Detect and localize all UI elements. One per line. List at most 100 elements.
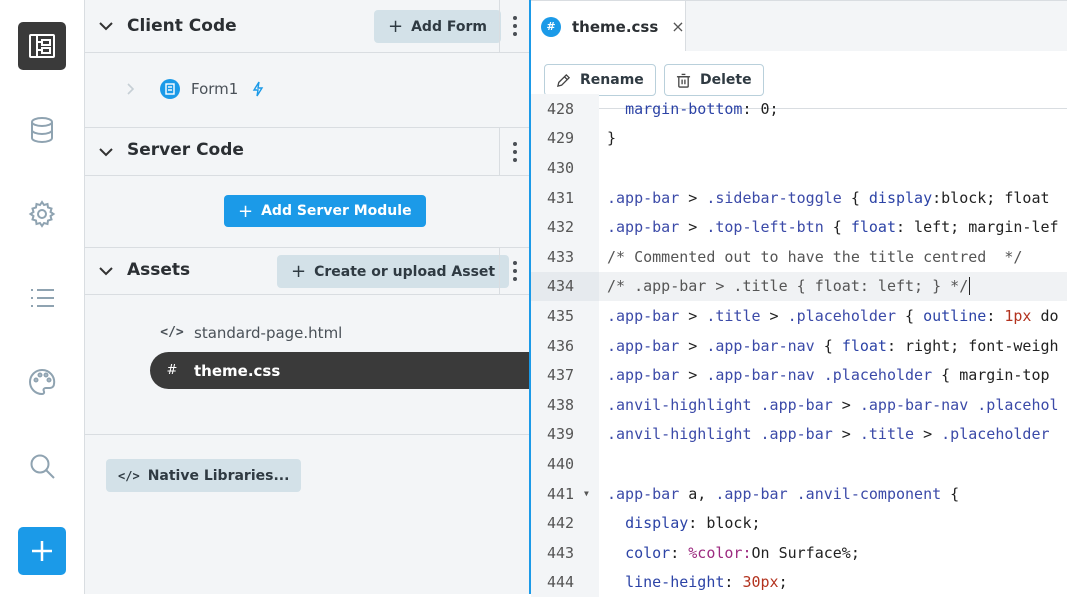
line-number: 443 (531, 538, 599, 568)
client-code-title: Client Code (127, 16, 237, 36)
create-upload-asset-button[interactable]: + Create or upload Asset (277, 255, 510, 288)
line-number: 444 (531, 567, 599, 597)
line-number: 434 (531, 271, 599, 302)
asset-label: theme.css (194, 361, 281, 380)
client-code-header[interactable]: Client Code + Add Form (85, 0, 529, 52)
rename-label: Rename (580, 72, 644, 88)
line-text: .app-bar > .app-bar-nav { float: right; … (607, 336, 1059, 355)
fold-arrow-icon[interactable]: ▼ (584, 489, 589, 499)
editor-toolbar: Rename Delete (531, 51, 1067, 109)
code-line[interactable]: 440 (531, 449, 1067, 479)
plus-icon[interactable] (18, 527, 66, 575)
chevron-down-icon[interactable] (98, 144, 114, 160)
line-text: .anvil-highlight .app-bar > .title > .pl… (607, 425, 1050, 444)
code-line[interactable]: 438 .anvil-highlight .app-bar > .app-bar-… (531, 390, 1067, 420)
code-line[interactable]: 439.anvil-highlight .app-bar > .title > … (531, 419, 1067, 450)
code-line[interactable]: 444 line-height: 30px; (531, 567, 1067, 597)
delete-label: Delete (700, 72, 752, 88)
code-line[interactable]: 429} (531, 123, 1067, 154)
client-code-menu-icon[interactable] (499, 0, 529, 52)
line-number: 431 (531, 182, 599, 213)
pencil-icon (556, 73, 571, 87)
code-editor-panel: # theme.css × Rename Delete 428 margin-b… (529, 0, 1067, 597)
chevron-down-icon[interactable] (98, 18, 114, 34)
line-text: display: block; (625, 514, 761, 533)
hash-icon: # (166, 363, 178, 378)
palette-icon[interactable] (18, 358, 66, 406)
code-line[interactable]: 434 /* .app-bar > .title { float: left; }… (531, 271, 1067, 302)
line-text: .app-bar > .app-bar-nav .placeholder { m… (607, 366, 1050, 385)
line-number: 436 (531, 330, 599, 361)
add-server-module-label: Add Server Module (261, 203, 412, 219)
code-line[interactable]: 435.app-bar > .title > .placeholder { ou… (531, 301, 1067, 331)
code-line[interactable]: 443 color: %color:On Surface%; (531, 538, 1067, 568)
gear-icon[interactable] (18, 190, 66, 238)
list-icon[interactable] (18, 274, 66, 322)
tree-item-form1[interactable]: Form1 (125, 78, 264, 100)
native-libraries-button[interactable]: </> Native Libraries... (106, 459, 302, 492)
line-text: color: %color:On Surface%; (625, 543, 860, 562)
line-number: 441▼ (531, 478, 599, 509)
line-text: } (607, 129, 617, 148)
close-icon[interactable]: × (671, 17, 685, 36)
line-number: 428 (531, 94, 599, 124)
code-line[interactable]: 431 .app-bar > .sidebar-toggle { display:… (531, 182, 1067, 213)
app-browser-panel: Client Code + Add Form Form1 Server Code… (85, 0, 529, 594)
form-icon (160, 79, 180, 99)
asset-item-theme-css[interactable]: # theme.css (150, 352, 529, 389)
native-libraries-label: Native Libraries... (147, 467, 290, 484)
delete-button[interactable]: Delete (664, 64, 764, 96)
line-text: .app-bar > .top-left-btn { float: left; … (607, 218, 1059, 237)
line-text: /* Commented out to have the title centr… (607, 247, 1023, 266)
line-number: 437 (531, 360, 599, 390)
create-upload-asset-label: Create or upload Asset (314, 263, 496, 280)
code-line[interactable]: 433 /* Commented out to have the title ce… (531, 242, 1067, 272)
server-code-menu-icon[interactable] (499, 128, 529, 175)
line-number: 440 (531, 449, 599, 479)
line-number: 430 (531, 153, 599, 183)
search-icon[interactable] (18, 442, 66, 490)
add-server-module-button[interactable]: + Add Server Module (224, 195, 426, 227)
hash-icon: # (541, 16, 561, 37)
tab-theme-css[interactable]: # theme.css × (531, 1, 686, 52)
line-number: 438 (531, 390, 599, 420)
line-number: 433 (531, 242, 599, 272)
trash-icon (676, 73, 691, 88)
server-code-header[interactable]: Server Code (85, 128, 529, 175)
line-text: .app-bar > .sidebar-toggle { display:blo… (607, 188, 1050, 207)
line-number: 442 (531, 508, 599, 538)
line-text: .app-bar a, .app-bar .anvil-component { (607, 484, 960, 503)
line-number: 432 (531, 212, 599, 242)
line-text: margin-bottom: 0; (625, 99, 779, 118)
code-line[interactable]: 437 .app-bar > .app-bar-nav .placeholder … (531, 360, 1067, 390)
app-tree-icon[interactable] (18, 22, 66, 70)
plus-icon: + (291, 261, 307, 282)
code-line[interactable]: 428 margin-bottom: 0; (531, 94, 1067, 124)
chevron-right-icon[interactable] (125, 82, 135, 96)
code-line[interactable]: 441▼ .app-bar a, .app-bar .anvil-componen… (531, 478, 1067, 509)
lightning-icon (253, 81, 264, 97)
assets-title: Assets (127, 260, 191, 280)
rename-button[interactable]: Rename (544, 64, 656, 96)
line-text: /* .app-bar > .title { float: left; } */ (607, 277, 971, 296)
code-line[interactable]: 432 .app-bar > .top-left-btn { float: lef… (531, 212, 1067, 242)
server-code-title: Server Code (127, 140, 244, 160)
database-icon[interactable] (18, 106, 66, 154)
code-icon: </> (160, 325, 184, 340)
assets-header[interactable]: Assets + Create or upload Asset (85, 248, 529, 294)
form-label: Form1 (191, 80, 239, 98)
icon-rail (0, 0, 85, 594)
code-line[interactable]: 442 display: block; (531, 508, 1067, 538)
assets-menu-icon[interactable] (499, 248, 529, 294)
line-text: .app-bar > .title > .placeholder { outli… (607, 306, 1059, 325)
plus-icon: + (388, 16, 404, 37)
plus-icon: + (238, 200, 254, 222)
code-icon: </> (118, 468, 140, 483)
chevron-down-icon[interactable] (98, 263, 114, 279)
add-form-button[interactable]: + Add Form (374, 10, 501, 43)
code-line[interactable]: 430 (531, 153, 1067, 183)
code-line[interactable]: 436 .app-bar > .app-bar-nav { float: righ… (531, 330, 1067, 361)
asset-item-standard-page[interactable]: </> standard-page.html (150, 314, 529, 351)
line-text: .anvil-highlight .app-bar > .app-bar-nav… (607, 395, 1059, 414)
